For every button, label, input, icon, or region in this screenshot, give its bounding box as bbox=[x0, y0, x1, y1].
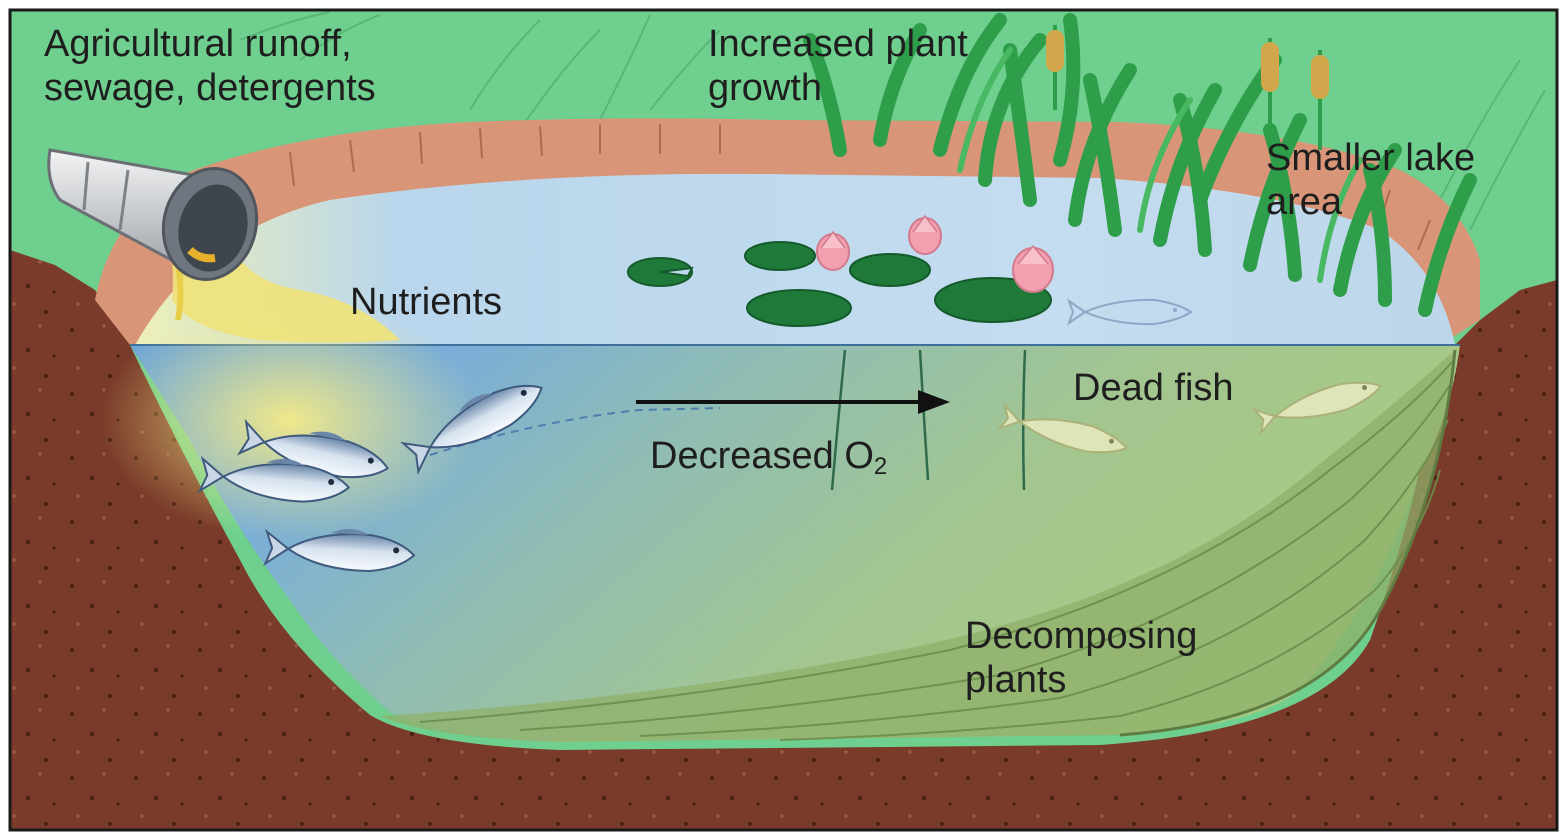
lily-pad-4 bbox=[747, 290, 851, 326]
plant-growth-label: Increased plant growth bbox=[708, 22, 968, 110]
decreased-oxygen-label: Decreased O2 bbox=[650, 434, 887, 489]
decomposing-plants-label: Decomposing plants bbox=[965, 614, 1197, 702]
pollution-source-label: Agricultural runoff, sewage, detergents bbox=[44, 22, 376, 110]
oxygen-subscript: 2 bbox=[874, 453, 887, 480]
lily-pad-2 bbox=[745, 242, 815, 270]
lily-flower-1 bbox=[817, 232, 849, 270]
lily-flower-2 bbox=[909, 216, 941, 254]
lily-flower-3 bbox=[1013, 246, 1053, 292]
lily-pad-3 bbox=[850, 254, 930, 286]
lake-area-label: Smaller lake area bbox=[1266, 136, 1475, 224]
dead-fish-label: Dead fish bbox=[1073, 366, 1234, 410]
nutrients-label: Nutrients bbox=[350, 280, 502, 324]
